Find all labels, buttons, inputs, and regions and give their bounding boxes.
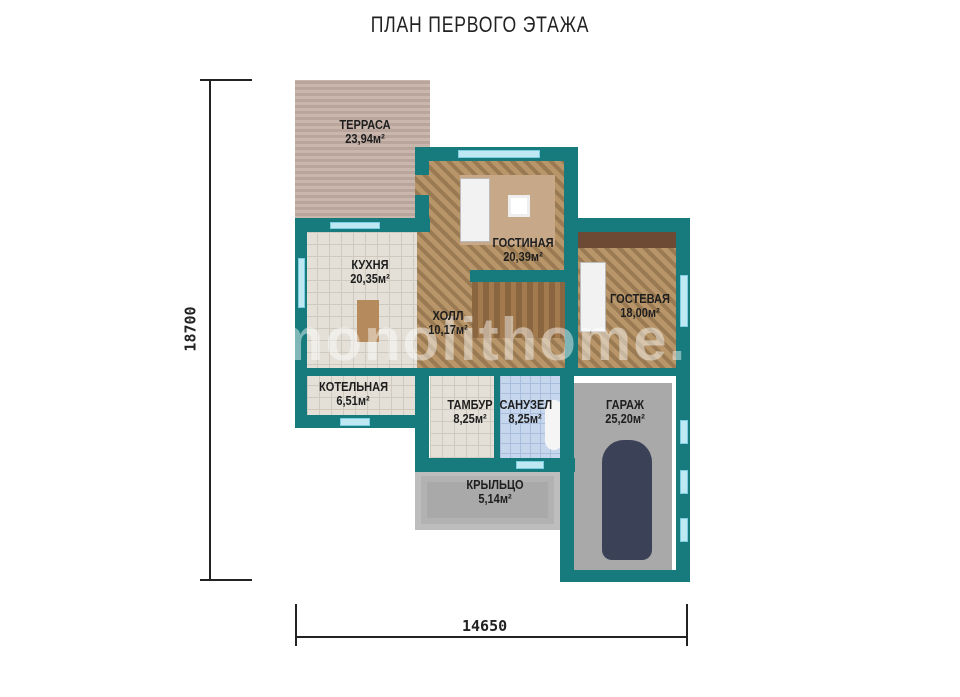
window xyxy=(680,470,688,494)
room-name: САНУЗЕЛ xyxy=(499,397,553,412)
window xyxy=(458,150,540,158)
dimension-tick xyxy=(200,579,252,581)
height-dimension-line xyxy=(209,80,211,580)
window xyxy=(340,418,370,426)
dimension-tick xyxy=(686,604,688,646)
wall xyxy=(295,368,690,376)
wall xyxy=(564,218,690,232)
room-name: КРЫЛЬЦО xyxy=(466,477,524,492)
room-area: 10,17м² xyxy=(428,322,468,337)
wall xyxy=(560,570,690,582)
wall xyxy=(415,368,429,470)
room-name: ТАМБУР xyxy=(447,397,493,412)
wall xyxy=(564,147,578,282)
window xyxy=(516,461,544,469)
wall xyxy=(494,370,500,460)
room-area: 20,35м² xyxy=(350,271,390,286)
room-area: 20,39м² xyxy=(503,249,543,264)
window xyxy=(298,258,305,308)
wall xyxy=(415,195,429,232)
room-name: КОТЕЛЬНАЯ xyxy=(319,379,389,394)
room-name: КУХНЯ xyxy=(351,257,389,272)
watermark: monolithome.ru xyxy=(270,306,710,373)
window xyxy=(680,518,688,542)
room-name: ХОЛЛ xyxy=(432,308,464,323)
kitchen-area xyxy=(305,232,417,370)
room-name: ГАРАЖ xyxy=(606,397,644,412)
wall xyxy=(415,458,575,472)
width-dimension-label: 14650 xyxy=(462,617,508,635)
coffee-table xyxy=(508,195,530,217)
bathtub xyxy=(545,400,563,450)
width-dimension-line xyxy=(296,636,688,638)
dimension-tick xyxy=(295,604,297,646)
room-name: ТЕРРАСА xyxy=(339,117,391,132)
car-icon xyxy=(602,440,652,560)
room-area: 23,94м² xyxy=(345,131,385,146)
sofa xyxy=(460,178,490,242)
wall xyxy=(560,370,574,580)
dimension-tick xyxy=(200,79,252,81)
room-area: 6,51м² xyxy=(336,393,370,408)
room-area: 8,25м² xyxy=(508,411,542,426)
guest-sofa xyxy=(580,262,606,332)
room-area: 8,25м² xyxy=(453,411,487,426)
plan-title: ПЛАН ПЕРВОГО ЭТАЖА xyxy=(370,12,590,37)
window xyxy=(680,420,688,444)
room-area: 18,00м² xyxy=(620,305,660,320)
room-name: ГОСТИНАЯ xyxy=(492,235,554,250)
window xyxy=(680,275,688,327)
staircase xyxy=(472,280,565,338)
guest-wardrobe xyxy=(575,232,678,248)
wall xyxy=(415,147,429,175)
window xyxy=(330,222,380,229)
room-area: 5,14м² xyxy=(478,491,512,506)
porch-area xyxy=(415,470,560,530)
terrace-area xyxy=(295,80,430,222)
wall xyxy=(565,280,578,370)
boiler-room-area xyxy=(307,373,415,415)
vestibule-area xyxy=(430,373,495,458)
wall xyxy=(470,270,578,282)
room-area: 25,20м² xyxy=(605,411,645,426)
room-name: ГОСТЕВАЯ xyxy=(610,291,670,306)
dining-table xyxy=(357,300,379,342)
height-dimension-label: 18700 xyxy=(181,306,200,352)
